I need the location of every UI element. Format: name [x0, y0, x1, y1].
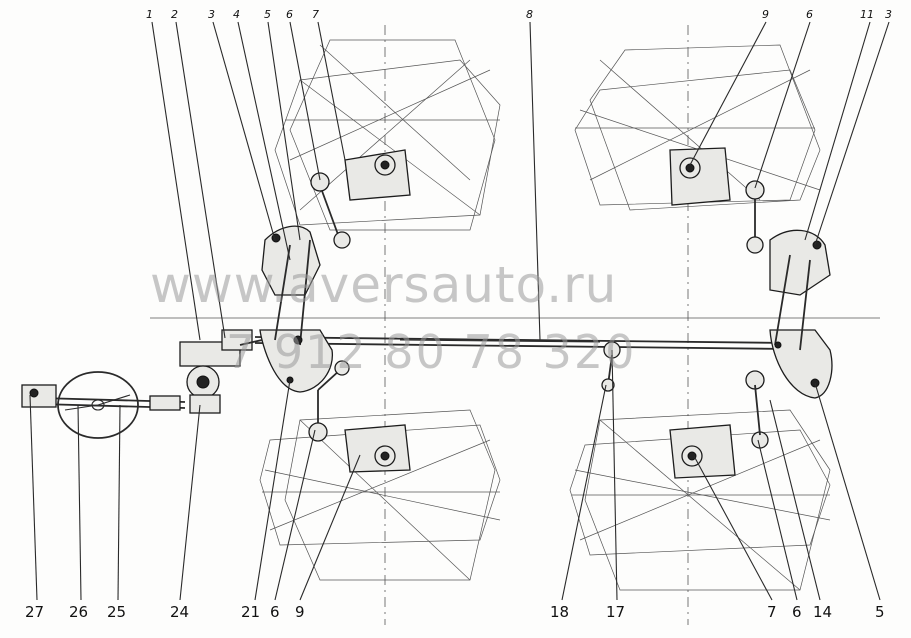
- hub-top-left: [344, 149, 411, 201]
- watermark-site: www.aversauto.ru: [150, 256, 617, 314]
- left-linkage: [259, 172, 351, 442]
- wheel-top-left: [274, 39, 501, 231]
- callout-top-9: 9: [762, 8, 769, 21]
- callout-bottom-18: 18: [550, 603, 569, 621]
- wheel-bottom-right: [569, 409, 831, 591]
- callout-bottom-9: 9: [295, 603, 305, 621]
- callout-bottom-21: 21: [241, 603, 260, 621]
- callout-top-8: 8: [526, 8, 533, 21]
- callout-top-6: 6: [286, 8, 293, 21]
- callout-top-11: 11: [860, 8, 874, 21]
- hub-bottom-left: [344, 424, 411, 473]
- steering-gear: [179, 329, 263, 414]
- callout-bottom-17: 17: [606, 603, 625, 621]
- callout-bottom-6b: 6: [792, 603, 802, 621]
- callout-top-12: 3: [885, 8, 892, 21]
- callout-bottom-6a: 6: [270, 603, 280, 621]
- cross-tie-rod: [254, 336, 791, 350]
- callout-top-3: 3: [208, 8, 215, 21]
- callout-top-5: 5: [264, 8, 271, 21]
- wheel-axis-lines: [150, 25, 880, 625]
- watermark-phone: 7 912 80 78 320: [226, 325, 636, 379]
- callout-top-2: 2: [171, 8, 178, 21]
- leader-lines: [29, 21, 890, 601]
- callout-top-7: 7: [312, 8, 319, 21]
- callout-top-10: 6: [806, 8, 813, 21]
- callout-bottom-14: 14: [813, 603, 832, 621]
- callout-bottom-25: 25: [107, 603, 126, 621]
- callout-bottom-26: 26: [69, 603, 88, 621]
- callout-bottom-7: 7: [767, 603, 777, 621]
- hub-bottom-right: [669, 424, 736, 479]
- callouts-bottom: 27 26 25 24 21 6 9 18 17 7 6 14 5: [25, 603, 885, 621]
- callout-top-4: 4: [233, 8, 240, 21]
- callout-bottom-24: 24: [170, 603, 189, 621]
- callout-bottom-27: 27: [25, 603, 44, 621]
- right-linkage: [745, 180, 833, 449]
- callout-top-1: 1: [146, 8, 153, 21]
- callout-bottom-5: 5: [875, 603, 885, 621]
- hub-top-right: [669, 147, 731, 206]
- callouts-top: 1 2 3 4 5 6 7 8 9 6 11 3: [146, 8, 892, 21]
- watermark: www.aversauto.ru 7 912 80 78 320: [150, 256, 636, 379]
- steering-column: [21, 371, 186, 439]
